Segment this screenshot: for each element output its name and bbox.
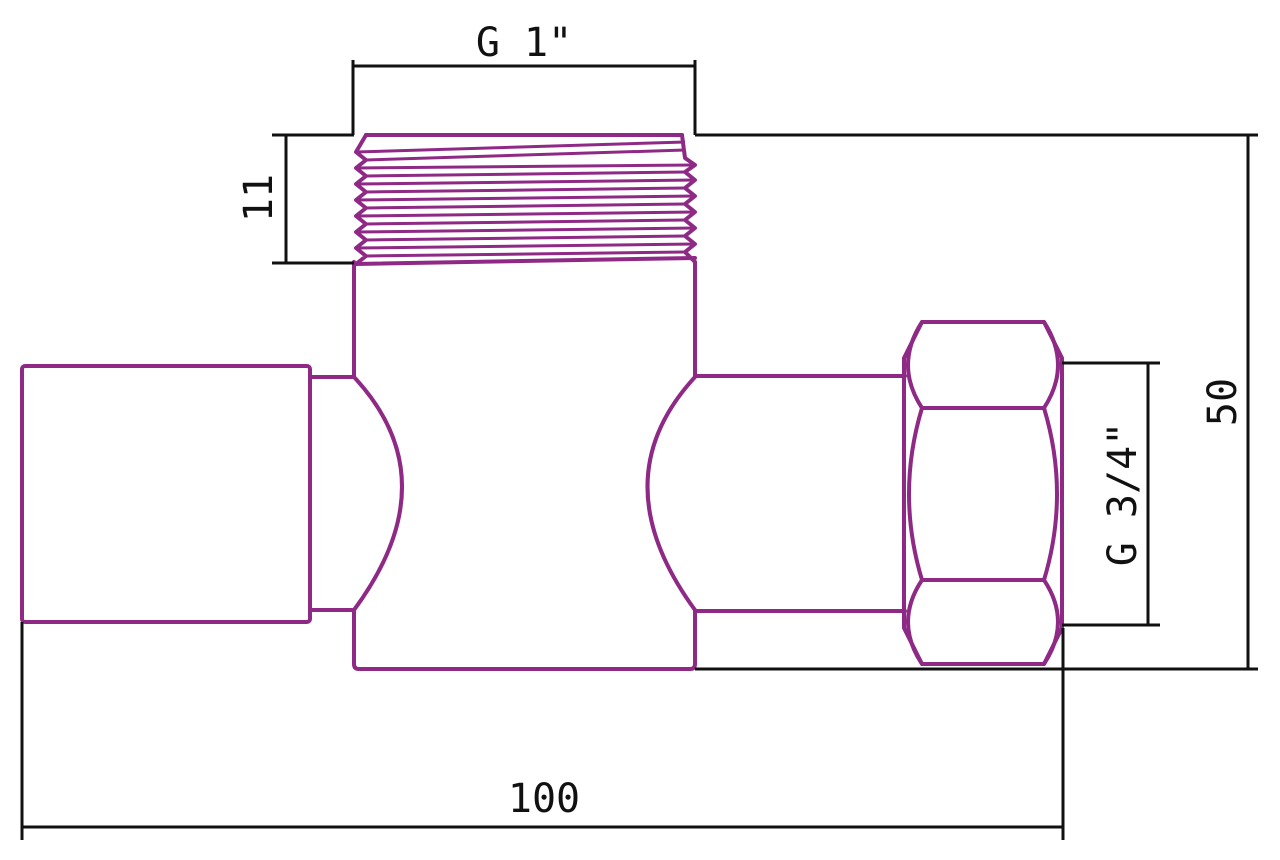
thread-line <box>365 234 686 242</box>
dimension-top-width <box>351 60 697 135</box>
dimension-length <box>20 622 1065 840</box>
hex-nut-middle-curves <box>907 406 1059 582</box>
dimension-side-thread <box>1062 361 1160 627</box>
label-height: 50 <box>1200 378 1246 426</box>
thread-line <box>355 178 696 186</box>
thread-line <box>355 226 696 234</box>
thread-line <box>355 242 696 250</box>
thread-line <box>365 202 686 210</box>
hex-nut-facets <box>920 406 1046 582</box>
handle-stem <box>308 375 354 612</box>
label-length: 100 <box>508 776 580 822</box>
thread-line <box>355 163 696 170</box>
dimension-thread-length <box>272 133 354 265</box>
thread-line <box>355 194 696 202</box>
thread-line <box>355 140 686 154</box>
dimension-height <box>695 133 1258 671</box>
thread-line <box>355 210 696 218</box>
thread-bottom-edge <box>354 256 697 266</box>
label-thread-length: 11 <box>236 174 282 222</box>
label-thread-top: G 1" <box>476 20 572 66</box>
handle-cap <box>20 364 312 624</box>
central-body <box>352 260 697 671</box>
top-thread <box>354 133 697 266</box>
thread-line <box>365 170 686 178</box>
hex-nut-upper-curves <box>906 320 1060 410</box>
thread-left-teeth <box>354 133 368 266</box>
thread-line <box>365 218 686 226</box>
thread-line <box>365 250 686 258</box>
valve-body <box>20 260 907 671</box>
label-thread-side: G 3/4" <box>1100 422 1146 567</box>
thread-line <box>365 186 686 194</box>
dimension-lines <box>20 60 1258 840</box>
outlet-pipe <box>693 374 907 613</box>
hex-nut <box>902 320 1064 666</box>
thread-line <box>365 148 686 162</box>
hex-nut-lower-curves <box>906 578 1060 666</box>
